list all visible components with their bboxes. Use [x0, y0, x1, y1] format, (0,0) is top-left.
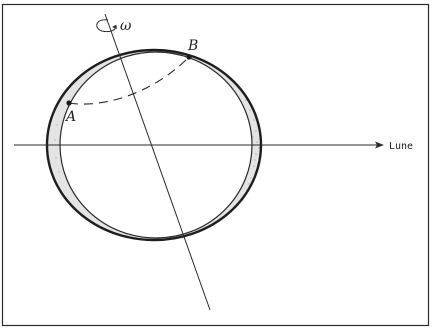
rotation-arrow-icon	[96, 19, 117, 33]
point-b-label: B	[187, 38, 198, 54]
point-a-label: A	[64, 109, 76, 125]
omega-label: ω	[120, 18, 132, 34]
rotation-arrowhead	[112, 25, 117, 29]
moon-axis-arrowhead	[375, 141, 384, 149]
bulge-stipple	[54, 99, 260, 201]
figure-frame	[1, 3, 430, 327]
rotation-axis-line	[104, 13, 211, 311]
point-a-marker	[66, 100, 72, 106]
point-b-marker	[186, 54, 192, 60]
moon-axis-label: Lune	[389, 141, 413, 152]
